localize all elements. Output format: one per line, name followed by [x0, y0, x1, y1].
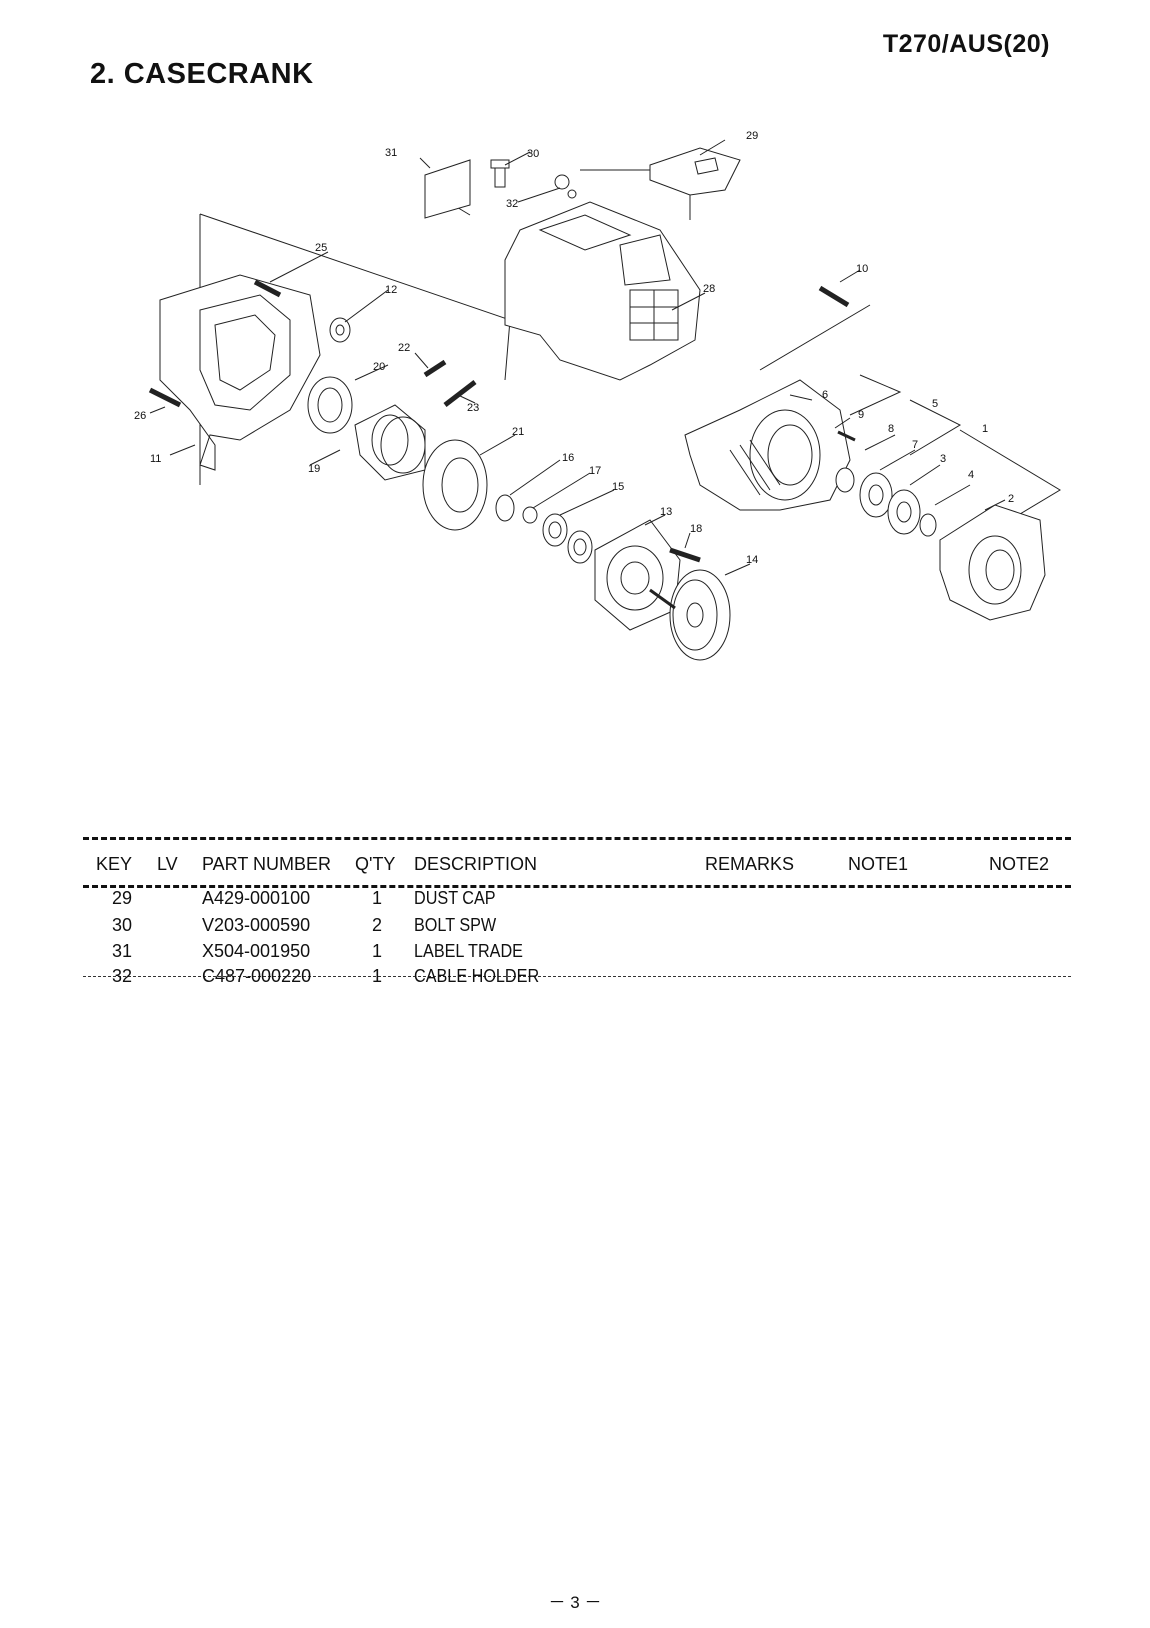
row-qty: 2: [372, 915, 383, 935]
column-header-note2: NOTE2: [989, 854, 1050, 874]
table-header-rule: [83, 885, 1071, 888]
svg-text:19: 19: [308, 463, 320, 475]
svg-text:10: 10: [856, 263, 868, 275]
svg-text:14: 14: [746, 554, 758, 566]
row-part-number: C487-000220: [202, 966, 312, 986]
column-header-lv: LV: [157, 854, 178, 874]
row-key: 32: [112, 966, 133, 986]
column-header-part-number: PART NUMBER: [202, 854, 332, 874]
row-qty: 1: [372, 941, 383, 961]
column-header-description: DESCRIPTION: [414, 854, 538, 874]
row-part-number: A429-000100: [202, 888, 311, 908]
column-header-key: KEY: [96, 854, 133, 874]
table-row: 30 V203-000590 2 BOLT SPW: [0, 915, 1150, 941]
row-part-number: X504-001950: [202, 941, 311, 961]
table-row: 32 C487-000220 1 CABLE HOLDER: [0, 966, 1150, 992]
svg-text:5: 5: [932, 398, 938, 410]
svg-text:8: 8: [888, 423, 894, 435]
svg-text:6: 6: [822, 389, 828, 401]
svg-text:7: 7: [912, 439, 918, 451]
column-header-note1: NOTE1: [848, 854, 909, 874]
section-title: 2. CASECRANK: [90, 58, 314, 90]
svg-text:2: 2: [1008, 493, 1014, 505]
svg-text:20: 20: [373, 361, 385, 373]
row-description: LABEL TRADE: [414, 941, 523, 961]
column-header-qty: Q'TY: [355, 854, 396, 874]
exploded-parts-diagram: 1 2 3 4 5 6 7 8 9 10 11 12 13 14 15 16 1…: [134, 130, 1061, 661]
svg-text:21: 21: [512, 426, 524, 438]
svg-text:26: 26: [134, 410, 146, 422]
svg-text:25: 25: [315, 242, 327, 254]
svg-text:9: 9: [858, 409, 864, 421]
table-top-rule: [83, 837, 1071, 840]
svg-text:13: 13: [660, 506, 672, 518]
row-description: CABLE HOLDER: [414, 966, 540, 986]
svg-text:4: 4: [968, 469, 974, 481]
svg-text:31: 31: [385, 147, 397, 159]
row-key: 31: [112, 941, 133, 961]
row-qty: 1: [372, 888, 383, 908]
row-key: 29: [112, 888, 133, 908]
svg-text:18: 18: [690, 523, 702, 535]
svg-text:15: 15: [612, 481, 624, 493]
row-part-number: V203-000590: [202, 915, 311, 935]
svg-text:16: 16: [562, 452, 574, 464]
svg-text:3: 3: [940, 453, 946, 465]
svg-text:30: 30: [527, 148, 539, 160]
svg-text:11: 11: [150, 453, 161, 465]
svg-text:32: 32: [506, 198, 518, 210]
row-key: 30: [112, 915, 133, 935]
column-header-remarks: REMARKS: [705, 854, 795, 874]
svg-text:23: 23: [467, 402, 479, 414]
page-number: － 3 －: [548, 1593, 602, 1612]
svg-text:17: 17: [589, 465, 601, 477]
table-row: 29 A429-000100 1 DUST CAP: [0, 888, 1150, 914]
svg-text:12: 12: [385, 284, 397, 296]
table-row: 31 X504-001950 1 LABEL TRADE: [0, 941, 1150, 967]
row-separator: [83, 976, 1071, 977]
svg-text:22: 22: [398, 342, 410, 354]
row-qty: 1: [372, 966, 383, 986]
row-description: BOLT SPW: [414, 915, 497, 935]
svg-text:1: 1: [982, 423, 988, 435]
model-code: T270/AUS(20): [882, 30, 1050, 58]
row-description: DUST CAP: [414, 888, 496, 908]
svg-text:28: 28: [703, 283, 715, 295]
svg-text:29: 29: [746, 130, 758, 142]
